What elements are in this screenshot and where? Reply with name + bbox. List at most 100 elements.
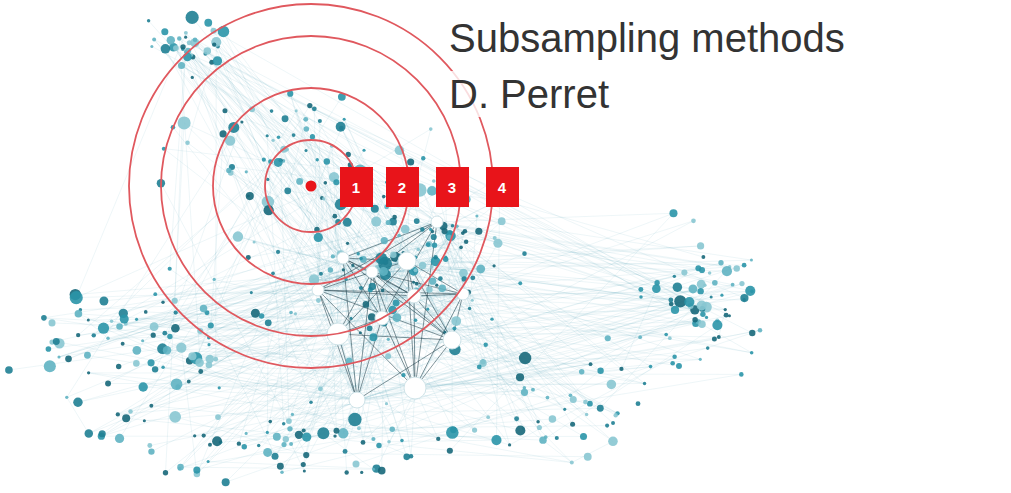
network-dot — [710, 295, 713, 298]
network-dot — [734, 265, 740, 271]
network-dot — [433, 255, 437, 259]
network-dot — [277, 135, 281, 139]
network-dot — [193, 434, 196, 437]
network-dot — [178, 116, 191, 129]
network-dot — [351, 264, 354, 267]
network-dot — [597, 405, 604, 412]
network-dot — [212, 42, 216, 46]
network-edge — [405, 229, 702, 270]
network-dot — [333, 434, 336, 437]
network-dot — [508, 443, 511, 446]
network-dot — [204, 47, 211, 54]
network-dot — [318, 119, 322, 123]
network-dot — [372, 468, 375, 471]
network-dot — [670, 361, 675, 366]
network-dot — [698, 321, 705, 328]
network-edge — [180, 270, 702, 469]
network-dot — [360, 256, 367, 263]
network-dot — [332, 214, 337, 219]
network-dot — [328, 267, 333, 272]
network-dot — [150, 45, 153, 48]
network-dot — [333, 179, 339, 185]
network-dot — [758, 328, 763, 333]
network-dot — [211, 37, 221, 47]
network-edge — [572, 441, 613, 462]
network-dot — [362, 149, 365, 152]
network-dot — [447, 448, 453, 454]
network-dot — [87, 318, 90, 321]
network-dot — [319, 272, 323, 276]
network-dot — [147, 359, 154, 366]
network-dot — [459, 245, 463, 249]
network-dot — [531, 388, 535, 392]
network-dot — [215, 414, 221, 420]
network-dot — [195, 358, 204, 367]
network-dot — [344, 470, 348, 474]
network-dot — [310, 134, 315, 139]
network-edge — [44, 318, 525, 393]
network-dot — [53, 338, 60, 345]
network-dot — [429, 228, 432, 231]
network-dot — [705, 316, 708, 319]
network-dot — [350, 317, 353, 320]
network-dot — [493, 239, 502, 248]
network-dot — [116, 412, 120, 416]
network-edge — [188, 143, 343, 258]
network-edge — [338, 334, 645, 383]
network-dot — [731, 283, 735, 287]
network-edge — [181, 374, 742, 467]
network-dot — [649, 365, 653, 369]
network-dot — [342, 268, 345, 271]
network-dot — [643, 382, 646, 385]
author-label: D. Perret — [445, 71, 613, 117]
network-dot — [292, 133, 296, 137]
network-dot — [476, 264, 485, 273]
network-edge — [175, 340, 452, 417]
network-edge — [179, 38, 690, 306]
network-dot — [415, 282, 419, 286]
network-dot — [253, 240, 256, 243]
network-edge — [131, 340, 452, 411]
network-dot — [331, 254, 335, 258]
network-dot — [283, 436, 289, 442]
network-dot — [70, 291, 83, 304]
network-dot — [133, 360, 140, 367]
network-dot — [213, 56, 222, 65]
network-dot — [218, 386, 221, 389]
network-dot — [178, 62, 185, 69]
network-dot — [346, 242, 349, 245]
network-dot — [470, 275, 475, 280]
network-dot — [700, 312, 705, 317]
network-dot — [301, 462, 306, 467]
hub-node — [337, 252, 349, 264]
network-edge — [188, 51, 463, 294]
network-dot — [608, 437, 618, 447]
network-dot — [392, 313, 401, 322]
network-dot — [490, 317, 493, 320]
network-dot — [605, 335, 611, 341]
network-dot — [387, 338, 390, 341]
network-dot — [728, 314, 731, 317]
radius-ring — [161, 36, 461, 336]
network-dot — [363, 301, 370, 308]
network-dot — [359, 257, 363, 261]
network-dot — [412, 281, 415, 284]
network-dot — [41, 315, 47, 321]
network-edge — [67, 397, 89, 433]
network-edge — [356, 330, 760, 464]
network-edge — [184, 123, 382, 318]
callout-number: 4 — [498, 179, 506, 196]
network-dot — [176, 343, 186, 353]
network-dot — [438, 276, 443, 281]
network-dot — [401, 225, 410, 234]
network-dot — [163, 470, 168, 475]
network-dot — [638, 287, 643, 292]
network-dot — [421, 156, 425, 160]
network-dot — [110, 319, 114, 323]
network-dot — [459, 269, 468, 278]
network-dot — [237, 441, 241, 445]
network-dot — [92, 333, 96, 337]
network-dot — [161, 28, 168, 35]
network-dot — [246, 192, 254, 200]
network-edge — [152, 46, 272, 111]
